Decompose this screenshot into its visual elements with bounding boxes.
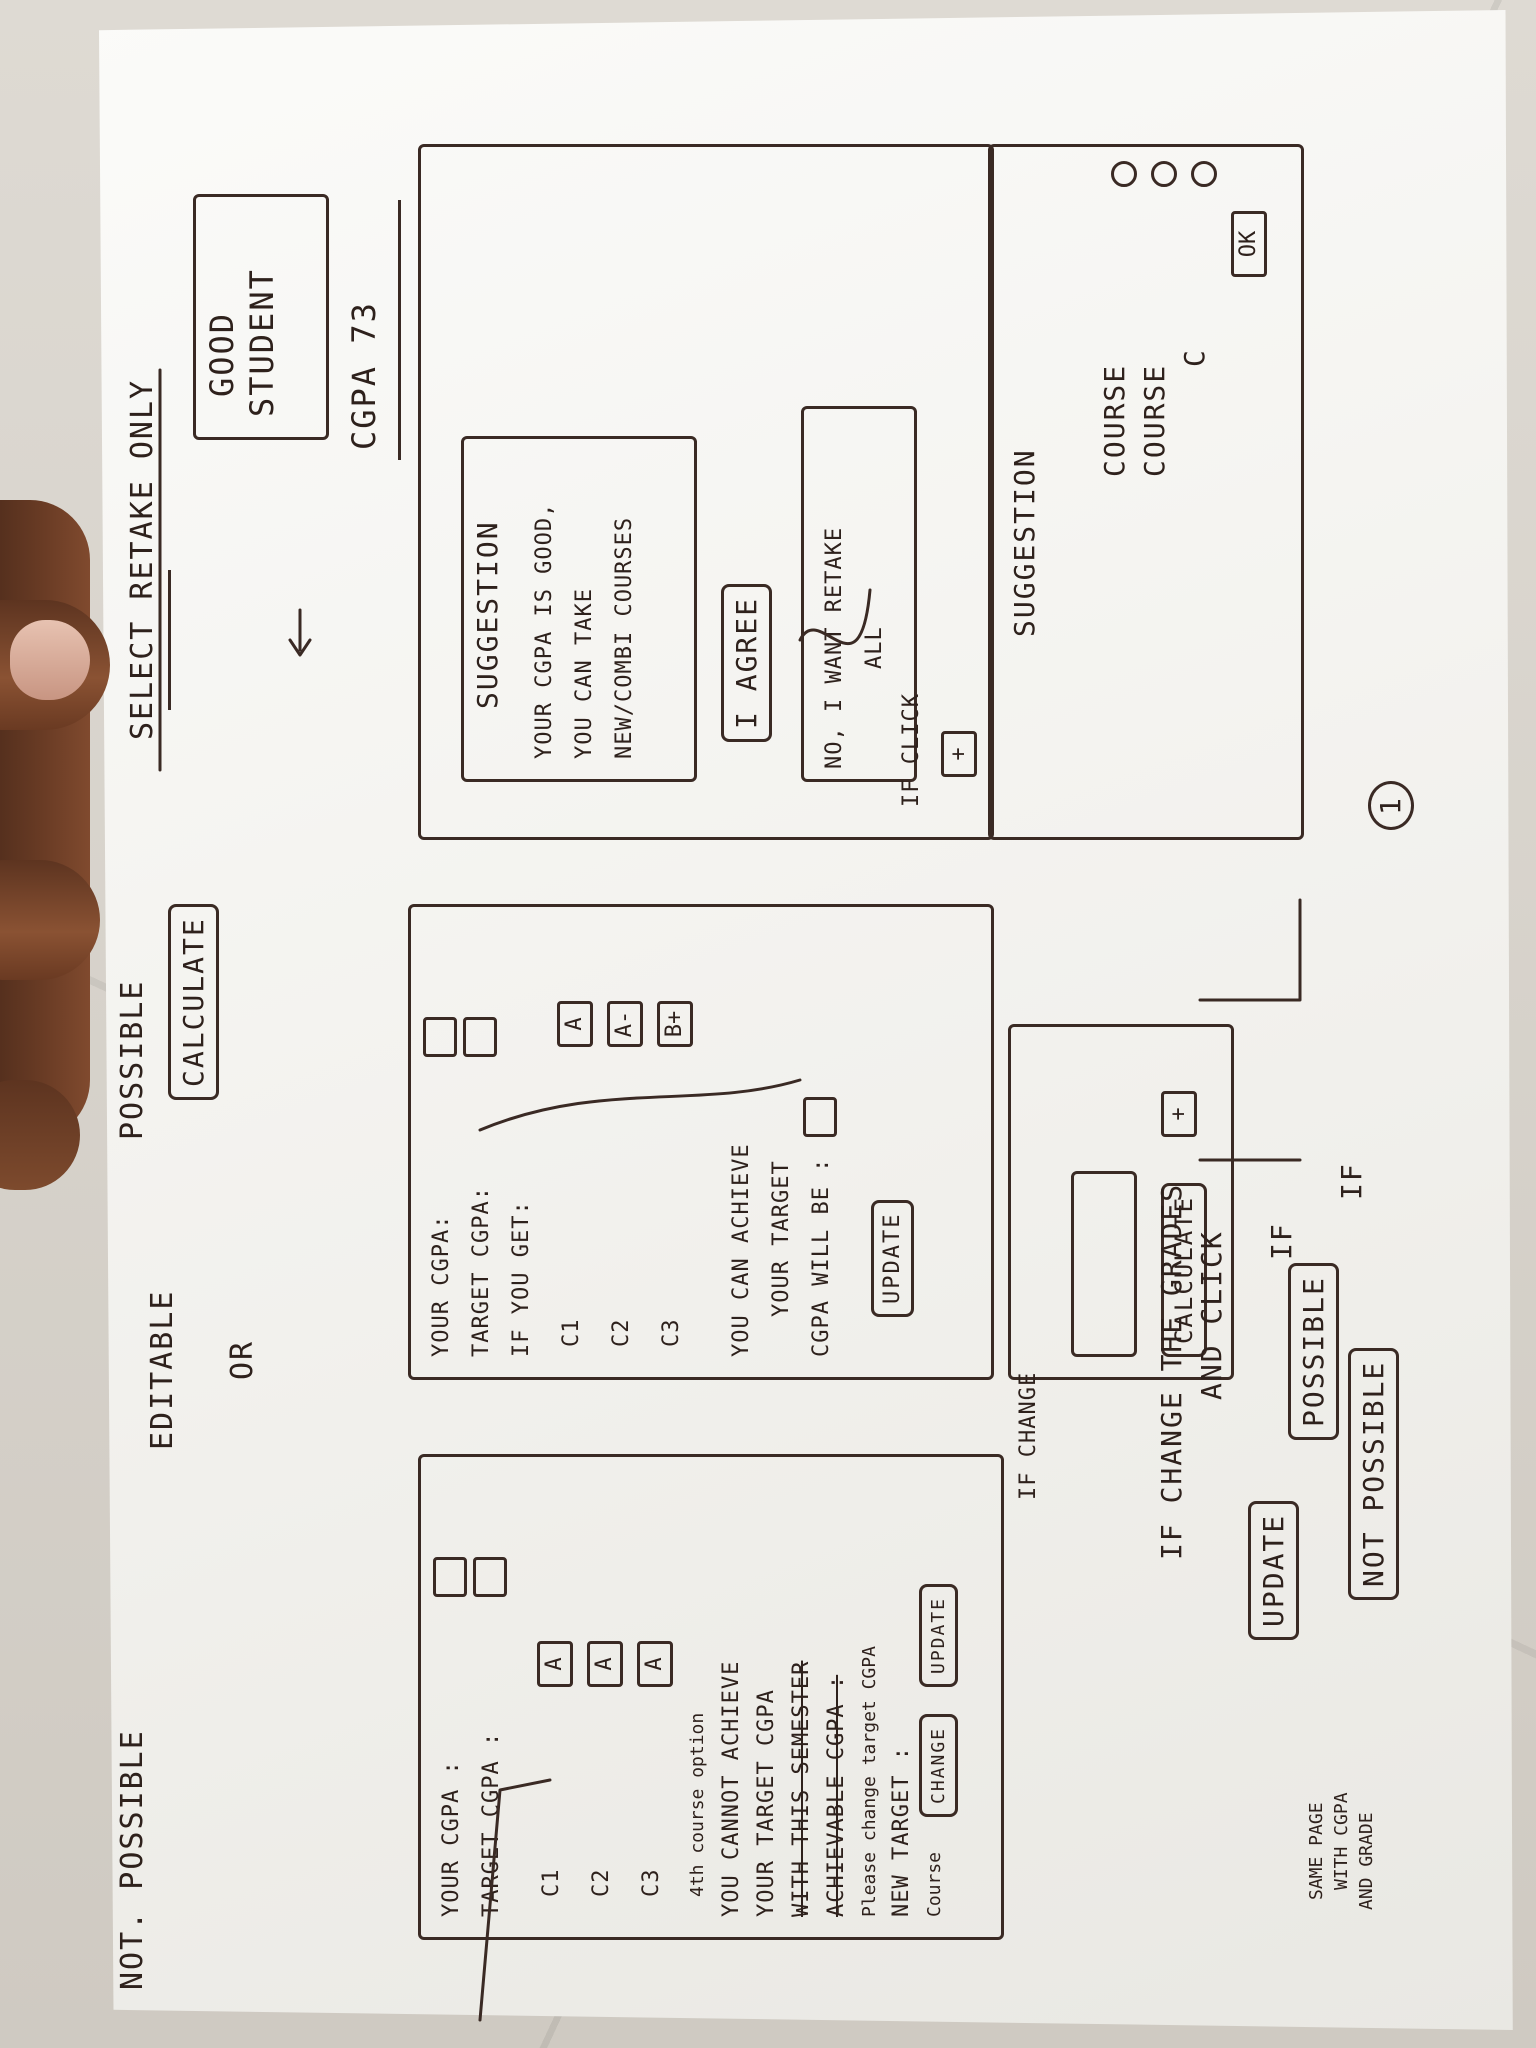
if-change-note: IF CHANGE: [1016, 1371, 1041, 1500]
wireframe-sketch: SELECT RETAKE ONLY GOOD STUDENT CGPA 73 …: [88, 120, 1428, 2020]
np-grade-c1[interactable]: A: [537, 1641, 573, 1687]
if-you-get-label: IF YOU GET:: [509, 1200, 534, 1357]
result-cgpa-field: [803, 1097, 837, 1137]
if-label: IF: [1265, 1222, 1298, 1260]
np-update-button[interactable]: UPDATE: [919, 1583, 958, 1687]
grade-c1[interactable]: A: [557, 1001, 593, 1047]
same-page-line-1: SAME PAGE: [1306, 1802, 1327, 1900]
spacer: [388, 900, 389, 1940]
if-not-label: IF: [1335, 1162, 1368, 1200]
bottom-possible-box: POSSIBLE: [1288, 1263, 1339, 1440]
retake-line-1: NO, I WANT RETAKE: [822, 526, 847, 769]
suggestion-text-3: NEW/COMBI COURSES: [612, 516, 637, 759]
course-c2: C2: [609, 1318, 634, 1348]
np-course-c2: C2: [589, 1868, 614, 1898]
sketch-paper: [99, 10, 1513, 2030]
or-label: OR: [225, 1339, 260, 1380]
grade-c2[interactable]: A-: [607, 1001, 643, 1047]
thumb-nail: [10, 620, 90, 700]
cannot-line-2: YOUR TARGET CGPA: [754, 1689, 779, 1917]
course-suggestion-heading: SUGGESTION: [1008, 448, 1041, 637]
np-your-cgpa-label: YOUR CGPA :: [439, 1760, 464, 1917]
course-option-3: C: [1178, 348, 1211, 367]
course-option-2: COURSE: [1138, 363, 1171, 477]
your-cgpa-label: YOUR CGPA:: [429, 1214, 454, 1357]
suggestion-card: SUGGESTION YOUR CGPA IS GOOD, YOU CAN TA…: [461, 436, 697, 782]
same-page-line-3: AND GRADE: [1356, 1812, 1377, 1910]
same-page-line-2: WITH CGPA: [1331, 1792, 1352, 1890]
student-line1: GOOD: [203, 311, 241, 397]
not-possible-label: NOT. POSSIBLE: [115, 1729, 150, 1990]
np-your-cgpa-field[interactable]: [433, 1557, 467, 1597]
achieve-line-1: YOU CAN ACHIEVE: [729, 1143, 754, 1357]
grade-c3[interactable]: B+: [657, 1001, 693, 1047]
np-course-c1: C1: [539, 1868, 564, 1898]
step-number-circle: 1: [1368, 781, 1414, 830]
not-possible-screen: YOUR CGPA : TARGET CGPA : C1 A C2 A C3 A…: [418, 1454, 1004, 1940]
course-radio-1[interactable]: [1111, 161, 1137, 187]
your-cgpa-field[interactable]: [423, 1017, 457, 1057]
course-c3: C3: [659, 1318, 684, 1348]
agree-button[interactable]: I AGREE: [721, 583, 772, 742]
if-click-note: IF CLICK: [899, 693, 924, 807]
calculate-button[interactable]: CALCULATE: [168, 904, 219, 1100]
course-radio-2[interactable]: [1151, 161, 1177, 187]
target-cgpa-field[interactable]: [463, 1017, 497, 1057]
struck-line-2: ACHIEVABLE CGPA :: [824, 1674, 849, 1917]
np-target-cgpa-label: TARGET CGPA :: [479, 1731, 504, 1917]
bottom-not-possible-box: NOT POSSIBLE: [1348, 1347, 1399, 1600]
ok-button[interactable]: OK: [1231, 211, 1267, 277]
np-course-label: Course: [924, 1851, 945, 1917]
np-course-c3: C3: [639, 1868, 664, 1898]
plus-button-2[interactable]: +: [1161, 1091, 1197, 1137]
plus-button-1[interactable]: +: [941, 731, 977, 777]
please-change-note: Please change target CGPA: [859, 1646, 880, 1917]
suggestion-text-1: YOUR CGPA IS GOOD,: [532, 502, 557, 759]
editable-label: EDITABLE: [145, 1289, 180, 1451]
np-target-cgpa-field[interactable]: [473, 1557, 507, 1597]
possible-screen: YOUR CGPA: TARGET CGPA: IF YOU GET: C1 A…: [408, 904, 994, 1380]
cgpa-underline: [398, 200, 401, 460]
student-cgpa: CGPA 73: [345, 301, 383, 450]
course-option-1: COURSE: [1098, 363, 1131, 477]
suggestion-text-2: YOU CAN TAKE: [572, 588, 597, 759]
sketch-title: SELECT RETAKE ONLY: [125, 378, 160, 740]
hand-finger: [0, 860, 100, 980]
course-suggestion-screen: SUGGESTION COURSE COURSE C OK: [988, 144, 1304, 840]
and-click-note: AND CLICK: [1195, 1230, 1228, 1400]
possible-label: POSSIBLE: [115, 979, 150, 1141]
cannot-line-1: YOU CANNOT ACHIEVE: [719, 1660, 744, 1917]
fourth-course-note: 4th course option: [687, 1712, 708, 1897]
suggestion-screen: SUGGESTION YOUR CGPA IS GOOD, YOU CAN TA…: [418, 144, 994, 840]
possible-update-button[interactable]: UPDATE: [871, 1199, 914, 1317]
achieve-line-3: CGPA WILL BE :: [809, 1157, 834, 1357]
retake-line-2: ALL: [862, 626, 887, 669]
good-student-box: GOOD STUDENT: [193, 194, 329, 440]
bottom-update-button[interactable]: UPDATE: [1248, 1500, 1299, 1640]
np-grade-c3[interactable]: A: [637, 1641, 673, 1687]
np-grade-c2[interactable]: A: [587, 1641, 623, 1687]
suggestion-heading: SUGGESTION: [471, 520, 504, 709]
new-target-label: NEW TARGET :: [889, 1746, 914, 1917]
hand-palm: [0, 500, 90, 1140]
course-c1: C1: [559, 1318, 584, 1348]
change-button[interactable]: CHANGE: [919, 1713, 958, 1817]
target-cgpa-label: TARGET CGPA:: [469, 1186, 494, 1357]
course-radio-3[interactable]: [1191, 161, 1217, 187]
achieve-line-2: YOUR TARGET: [769, 1160, 794, 1317]
struck-line-1: WITH THIS SEMESTER: [789, 1660, 814, 1917]
title-underline: [168, 570, 171, 710]
if-change-grades-note: IF CHANGE THE GRADES: [1155, 1182, 1188, 1560]
student-line2: STUDENT: [243, 268, 281, 417]
calculate-panel-field[interactable]: [1071, 1171, 1137, 1357]
